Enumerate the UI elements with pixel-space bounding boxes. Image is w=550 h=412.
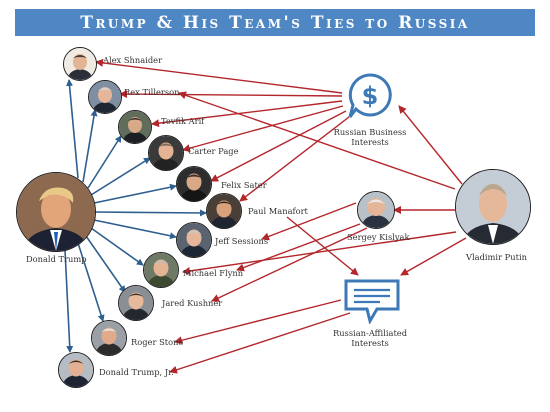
- michael-flynn-label: Michael Flynn: [183, 268, 244, 278]
- arrow-business-to-sater: [210, 110, 347, 182]
- paul-manafort-label: Paul Manafort: [248, 206, 308, 216]
- jared-kushner-portrait: [118, 285, 154, 321]
- arrow-trump-to-flynn: [90, 227, 144, 266]
- portrait-icon: [119, 286, 153, 320]
- arrow-kislyak-to-sessions: [261, 202, 357, 241]
- felix-sater-label: Felix Sater: [221, 180, 267, 190]
- felix-sater-portrait: [176, 166, 212, 202]
- hub-label-line: Russian Business: [333, 127, 407, 137]
- jeff-sessions-portrait: [176, 222, 212, 258]
- arrow-trump-to-shnaider: [66, 79, 79, 179]
- arrow-kislyak-to-flynn: [236, 223, 361, 272]
- tevfik-arif-portrait: [118, 110, 152, 144]
- portrait-icon: [119, 111, 151, 143]
- paul-manafort-portrait: [206, 193, 242, 229]
- vladimir-putin-portrait: [455, 169, 531, 245]
- arrow-trump-to-arif: [87, 135, 122, 189]
- roger-stone-portrait: [91, 320, 127, 356]
- portrait-icon: [89, 81, 121, 113]
- arrow-business-to-manafort: [239, 116, 350, 202]
- portrait-icon: [456, 170, 530, 244]
- vladimir-putin-label: Vladimir Putin: [466, 252, 527, 262]
- arrow-putin-to-business: [398, 105, 463, 185]
- hub-label-line: Interests: [351, 137, 389, 147]
- portrait-icon: [358, 192, 394, 228]
- portrait-icon: [92, 321, 126, 355]
- sergey-kislyak-portrait: [357, 191, 395, 229]
- portrait-icon: [144, 253, 178, 287]
- jeff-sessions-label: Jeff Sessions: [215, 236, 269, 246]
- portrait-icon: [149, 136, 183, 170]
- arrow-manafort-to-affiliated: [286, 216, 359, 276]
- arrow-trump-to-sater: [93, 183, 177, 204]
- arrow-kislyak-to-kushner: [211, 227, 368, 302]
- arrow-affiliated-to-stone: [174, 299, 342, 345]
- arrow-putin-to-flynn: [182, 231, 457, 275]
- russian-business-interests-label: Russian Business Interests: [318, 127, 422, 147]
- jared-kushner-label: Jared Kushner: [162, 298, 223, 308]
- arrow-business-to-shnaider: [95, 58, 343, 94]
- alex-shnaider-portrait: [63, 47, 97, 81]
- arrow-putin-to-tillerson: [178, 91, 456, 190]
- tevfik-arif-label: Tevfik Arif: [161, 116, 205, 126]
- portrait-icon: [17, 173, 95, 251]
- portrait-icon: [64, 48, 96, 80]
- sergey-kislyak-label: Sergey Kislyak: [347, 232, 410, 242]
- message-bubble-icon: [344, 279, 400, 324]
- diagram-title: Trump & His Team's Ties to Russia: [80, 12, 470, 33]
- russian-affiliated-interests-label: Russian-Affiliated Interests: [318, 328, 422, 348]
- arrow-trump-to-kushner: [85, 235, 126, 293]
- alex-shnaider-label: Alex Shnaider: [103, 55, 163, 65]
- rex-tillerson-label: Rex Tillerson: [124, 87, 180, 97]
- arrow-business-to-arif: [151, 100, 343, 128]
- svg-text:$: $: [362, 82, 379, 110]
- carter-page-label: Carter Page: [188, 146, 239, 156]
- arrow-business-to-tillerson: [119, 90, 343, 99]
- arrow-trump-to-manafort: [94, 209, 207, 217]
- arrow-trump-to-tillerson: [82, 109, 98, 183]
- donald-trump-jr-portrait: [58, 352, 94, 388]
- portrait-icon: [177, 167, 211, 201]
- arrow-trump-to-trumpjr: [64, 249, 74, 353]
- arrow-business-to-page: [182, 105, 344, 153]
- donald-trump-jr-label: Donald Trump, Jr.: [99, 367, 174, 377]
- arrow-affiliated-to-trumpjr: [169, 312, 351, 374]
- roger-stone-label: Roger Stone: [131, 337, 184, 347]
- portrait-icon: [177, 223, 211, 257]
- hub-label-line: Interests: [351, 338, 389, 348]
- arrow-putin-to-affiliated: [400, 237, 467, 276]
- michael-flynn-portrait: [143, 252, 179, 288]
- carter-page-portrait: [148, 135, 184, 171]
- portrait-icon: [207, 194, 241, 228]
- arrow-trump-to-sessions: [93, 219, 177, 240]
- title-banner: Trump & His Team's Ties to Russia: [15, 9, 535, 36]
- arrow-trump-to-page: [90, 157, 151, 196]
- donald-trump-portrait: [16, 172, 96, 252]
- hub-label-line: Russian-Affiliated: [332, 328, 408, 338]
- rex-tillerson-portrait: [88, 80, 122, 114]
- portrait-icon: [59, 353, 93, 387]
- donald-trump-label: Donald Trump: [26, 254, 87, 264]
- dollar-speech-bubble-icon: $: [348, 73, 392, 118]
- arrow-trump-to-stone: [77, 242, 105, 322]
